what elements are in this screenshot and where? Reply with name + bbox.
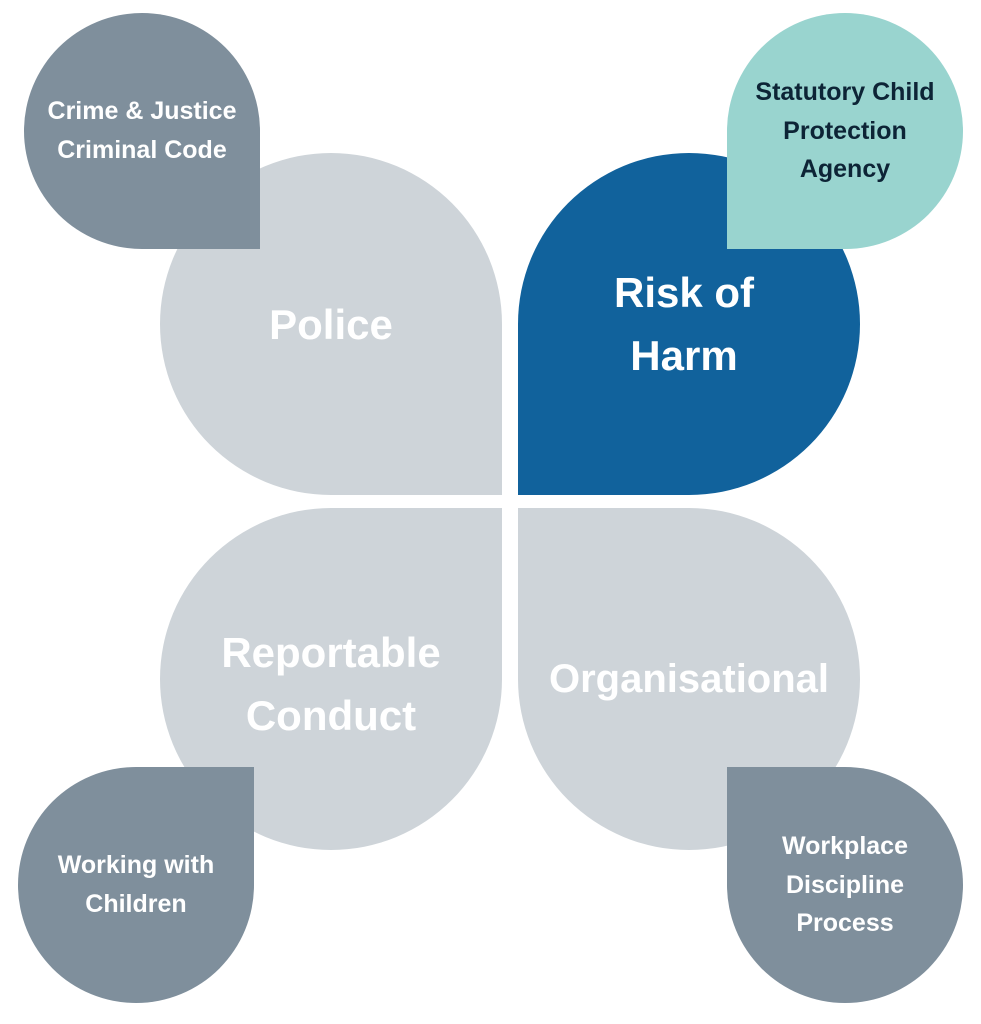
bubble-statutory-agency: Statutory Child Protection Agency <box>727 13 963 249</box>
bubble-crime-label-1: Crime & Justice <box>47 97 237 126</box>
petal-risk-label-1: Risk of <box>613 269 755 316</box>
petal-reportable-label-1: Reportable <box>221 629 441 676</box>
bubble-statutory-label-1: Statutory Child <box>755 77 935 106</box>
bubble-crime-justice: Crime & Justice Criminal Code <box>24 13 260 249</box>
petal-reportable-label-2: Conduct <box>245 692 417 739</box>
bubble-workplace-discipline: Workplace Discipline Process <box>727 767 963 1003</box>
bubble-working-with-children: Working with Children <box>18 767 254 1003</box>
petal-police-label: Police <box>269 300 393 348</box>
bubble-statutory-label-3: Agency <box>799 155 891 184</box>
bubble-workplace-label-2: Discipline <box>785 870 905 899</box>
bubble-crime-label-2: Criminal Code <box>57 136 227 164</box>
petal-risk-of-harm: Risk of Harm <box>518 153 860 495</box>
petal-organisational-label: Organisational <box>548 657 830 701</box>
bubble-workplace-label-1: Workplace <box>782 831 908 860</box>
bubble-statutory-label-2: Protection <box>783 116 907 145</box>
bubble-working-label-2: Children <box>85 890 187 918</box>
bubble-workplace-label-3: Process <box>796 909 894 938</box>
petal-risk-label-2: Harm <box>630 332 738 379</box>
bubble-working-label-1: Working with <box>57 851 215 880</box>
